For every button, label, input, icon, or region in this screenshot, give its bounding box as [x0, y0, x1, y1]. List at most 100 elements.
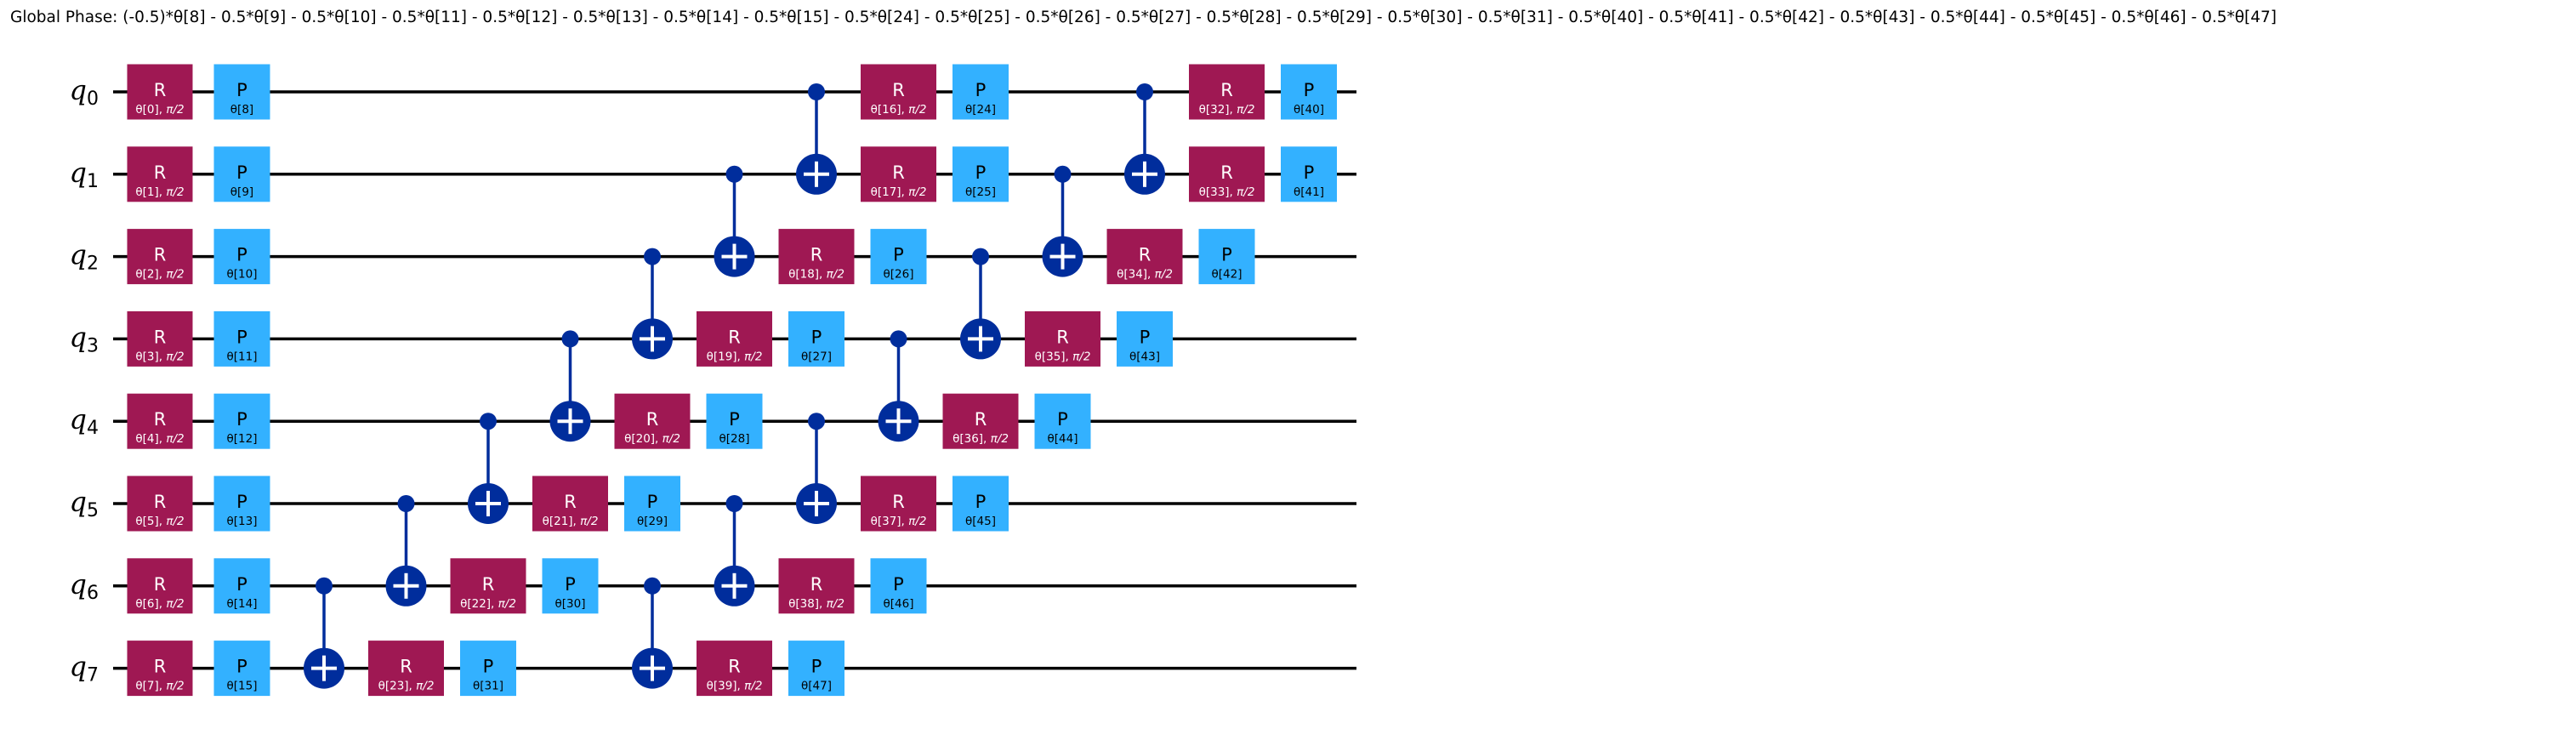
gate-param-label: θ[46] [884, 597, 914, 611]
gate-param-angle: π/2 [908, 185, 926, 199]
gate-box [213, 558, 270, 614]
gate-box [1198, 229, 1255, 285]
r-gate: Rθ[17], π/2 [861, 146, 936, 202]
gate-name-label: P [811, 327, 822, 347]
qubit-label-index: 7 [87, 665, 99, 686]
gate-box [788, 641, 844, 697]
gate-param-label: θ[47] [801, 680, 832, 693]
gate-name-label: P [236, 80, 247, 100]
control-dot-icon [644, 248, 661, 265]
r-gate: Rθ[4], π/2 [127, 393, 193, 449]
r-gate: Rθ[33], π/2 [1189, 146, 1265, 202]
gate-box [1281, 146, 1337, 202]
gate-param-angle: π/2 [908, 103, 926, 117]
gate-param-label: θ[15] [227, 680, 258, 693]
p-gate: Pθ[14] [213, 558, 270, 614]
r-gate: Rθ[5], π/2 [127, 476, 193, 532]
cnot-gate [385, 495, 427, 607]
r-gate: Rθ[2], π/2 [127, 229, 193, 285]
qubit-label: q2 [70, 239, 99, 275]
gate-box [1189, 64, 1265, 120]
gate-param-angle: π/2 [166, 103, 184, 117]
gate-name-label: R [1139, 245, 1152, 265]
p-gate: Pθ[11] [213, 310, 270, 367]
gate-box [861, 146, 936, 202]
control-dot-icon [644, 577, 661, 595]
control-dot-icon [808, 413, 825, 430]
qubit-label-name: q [70, 321, 87, 353]
qubit-label-index: 4 [87, 418, 99, 439]
gate-name-label: P [975, 80, 987, 100]
gate-box [778, 229, 855, 285]
gate-param-label: θ[26] [884, 268, 914, 282]
gate-box [1281, 64, 1337, 120]
gate-name-label: P [1221, 245, 1232, 265]
gate-name-label: P [236, 409, 247, 430]
cnot-gate [468, 413, 509, 524]
qubit-label: q6 [70, 568, 99, 604]
gate-box [127, 558, 193, 614]
gate-param-label: θ[44] [1048, 432, 1078, 446]
gate-param-angle: π/2 [166, 432, 184, 446]
gate-box [127, 641, 193, 697]
gate-name-label: P [975, 162, 987, 183]
cnot-gate [960, 248, 1001, 360]
gate-box [127, 310, 193, 367]
cnot-gate [796, 83, 837, 195]
gate-box [127, 146, 193, 202]
gate-param-label: θ[3], π/2 [135, 350, 184, 363]
gate-param-label: θ[9] [230, 185, 253, 199]
gate-name-label: R [1220, 162, 1233, 183]
gate-param-angle: π/2 [166, 515, 184, 528]
gate-name-label: P [483, 657, 494, 677]
gate-name-label: P [236, 574, 247, 595]
gate-box [1106, 229, 1183, 285]
gate-param-label: θ[14] [227, 597, 258, 611]
cnot-gate [1124, 83, 1165, 195]
r-gate: Rθ[38], π/2 [778, 558, 855, 614]
gate-box [778, 558, 855, 614]
r-gate: Rθ[34], π/2 [1106, 229, 1183, 285]
p-gate: Pθ[25] [952, 146, 1009, 202]
r-gate: Rθ[23], π/2 [368, 641, 444, 697]
control-dot-icon [890, 330, 907, 348]
gate-param-angle: π/2 [416, 680, 434, 693]
qubit-label-name: q [70, 403, 87, 436]
gate-param-label: θ[45] [965, 515, 996, 528]
gate-name-label: P [975, 492, 987, 512]
gate-param-label: θ[10] [227, 268, 258, 282]
qubit-label-name: q [70, 74, 87, 106]
p-gate: Pθ[42] [1198, 229, 1255, 285]
gate-name-label: P [565, 574, 576, 595]
p-gate: Pθ[26] [870, 229, 927, 285]
gate-param-label: θ[33], π/2 [1199, 185, 1255, 199]
gate-name-label: P [236, 162, 247, 183]
gate-param-label: θ[19], π/2 [707, 350, 763, 363]
gate-name-label: R [154, 492, 167, 512]
r-gate: Rθ[36], π/2 [942, 393, 1019, 449]
gate-box [952, 146, 1009, 202]
gate-param-label: θ[37], π/2 [871, 515, 927, 528]
gate-param-angle: π/2 [1237, 185, 1254, 199]
gate-param-label: θ[27] [801, 350, 832, 363]
gate-param-label: θ[13] [227, 515, 258, 528]
gate-name-label: P [1057, 409, 1068, 430]
gate-box [706, 393, 763, 449]
qubit-label: q0 [70, 74, 99, 110]
gate-param-label: θ[32], π/2 [1199, 103, 1255, 117]
r-gate: Rθ[18], π/2 [778, 229, 855, 285]
gate-name-label: R [154, 245, 167, 265]
gate-param-theta: θ[36], [952, 432, 991, 446]
gate-name-label: R [1056, 327, 1069, 347]
qubit-label-index: 3 [87, 335, 99, 356]
gate-box [1034, 393, 1091, 449]
p-gate: Pθ[40] [1281, 64, 1337, 120]
p-gate: Pθ[27] [788, 310, 844, 367]
gate-name-label: P [236, 245, 247, 265]
r-gate: Rθ[37], π/2 [861, 476, 936, 532]
gate-param-label: θ[34], π/2 [1117, 268, 1173, 282]
p-gate: Pθ[13] [213, 476, 270, 532]
gate-box [213, 476, 270, 532]
p-gate: Pθ[41] [1281, 146, 1337, 202]
